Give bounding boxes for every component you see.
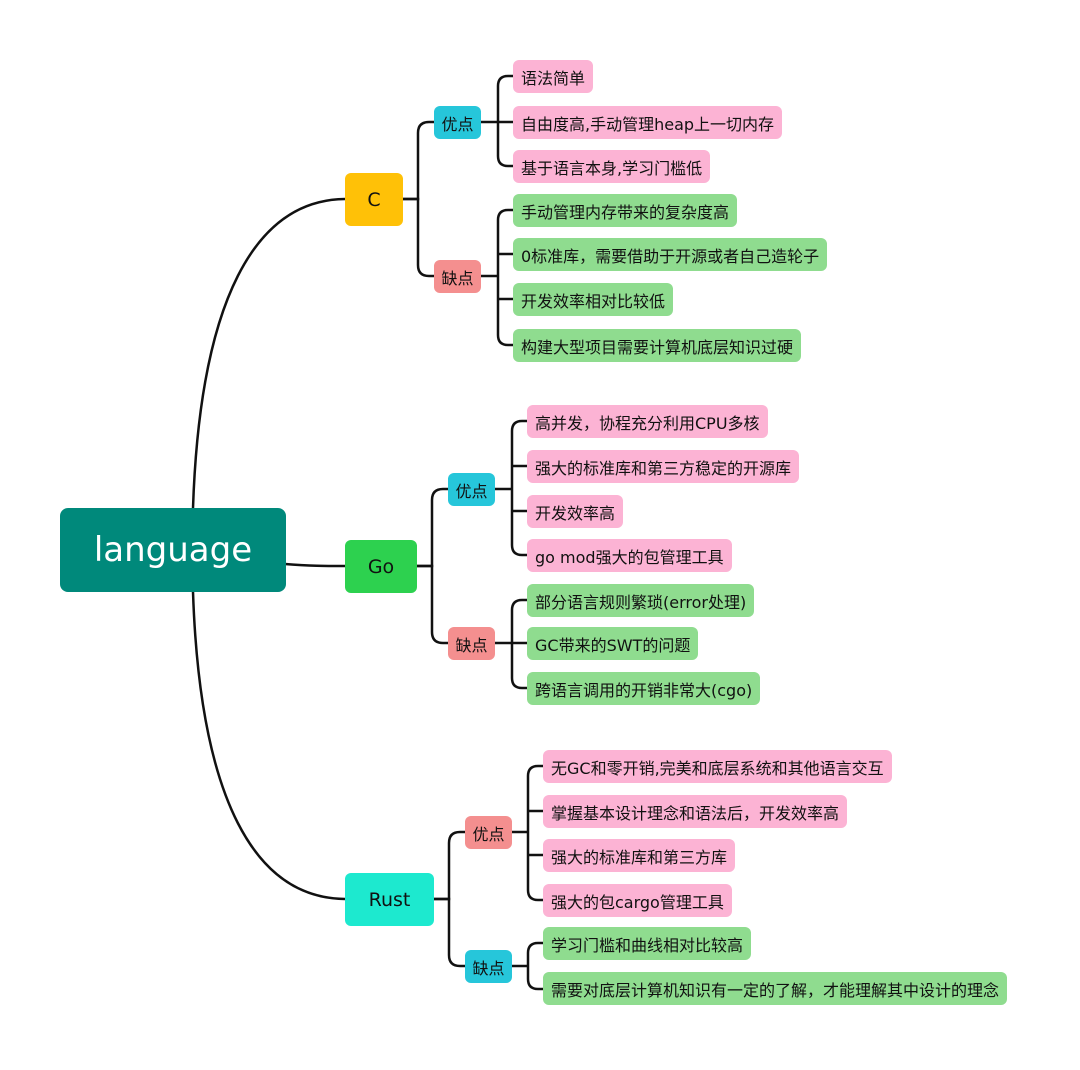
rust-pros-item[interactable]: 掌握基本设计理念和语法后，开发效率高 <box>543 795 848 828</box>
go-pros-node[interactable]: 优点 <box>448 473 495 506</box>
go-cons-node[interactable]: 缺点 <box>448 627 495 660</box>
c-pros-node[interactable]: 优点 <box>434 106 481 139</box>
link-go-pros-items <box>495 419 527 557</box>
c-cons-item[interactable]: 0标准库，需要借助于开源或者自己造轮子 <box>513 238 828 271</box>
go-pros-item[interactable]: 强大的标准库和第三方稳定的开源库 <box>527 450 800 483</box>
go-pros-item[interactable]: 开发效率高 <box>527 495 624 528</box>
go-cons-item[interactable]: 跨语言调用的开销非常大(cgo) <box>527 672 761 705</box>
go-cons-item[interactable]: GC带来的SWT的问题 <box>527 627 699 660</box>
link-c-pros <box>402 120 434 201</box>
go-pros-item[interactable]: go mod强大的包管理工具 <box>527 539 732 572</box>
link-c-pros-items <box>481 74 513 168</box>
c-cons-item[interactable]: 构建大型项目需要计算机底层知识过硬 <box>513 329 802 362</box>
link-rust-cons <box>433 897 465 968</box>
root-node[interactable]: language <box>60 508 286 592</box>
lang-node-go[interactable]: Go <box>345 540 417 593</box>
c-pros-item[interactable]: 语法简单 <box>513 60 594 93</box>
c-cons-item[interactable]: 手动管理内存带来的复杂度高 <box>513 194 738 227</box>
lang-node-rust[interactable]: Rust <box>345 873 434 926</box>
go-pros-item[interactable]: 高并发，协程充分利用CPU多核 <box>527 405 768 438</box>
rust-cons-node[interactable]: 缺点 <box>465 950 512 983</box>
link-root-go <box>284 562 346 568</box>
rust-pros-item[interactable]: 无GC和零开销,完美和底层系统和其他语言交互 <box>543 750 892 783</box>
link-c-cons-items <box>481 208 513 347</box>
rust-pros-node[interactable]: 优点 <box>465 816 512 849</box>
link-root-rust <box>191 591 346 901</box>
link-go-cons-items <box>495 598 527 690</box>
rust-cons-item[interactable]: 需要对底层计算机知识有一定的了解，才能理解其中设计的理念 <box>543 972 1008 1005</box>
link-rust-pros-items <box>512 764 543 902</box>
rust-pros-item[interactable]: 强大的包cargo管理工具 <box>543 884 732 917</box>
link-go-cons <box>416 564 448 645</box>
rust-cons-item[interactable]: 学习门槛和曲线相对比较高 <box>543 927 752 960</box>
lang-node-c[interactable]: C <box>345 173 403 226</box>
link-root-c <box>191 197 346 509</box>
c-pros-item[interactable]: 基于语言本身,学习门槛低 <box>513 150 711 183</box>
c-pros-item[interactable]: 自由度高,手动管理heap上一切内存 <box>513 106 783 139</box>
rust-pros-item[interactable]: 强大的标准库和第三方库 <box>543 839 736 872</box>
link-rust-cons-items <box>512 941 543 991</box>
go-cons-item[interactable]: 部分语言规则繁琐(error处理) <box>527 584 755 617</box>
link-go-pros <box>416 487 448 568</box>
link-rust-pros <box>433 830 465 901</box>
c-cons-item[interactable]: 开发效率相对比较低 <box>513 283 674 316</box>
c-cons-node[interactable]: 缺点 <box>434 260 481 293</box>
link-c-cons <box>402 197 434 278</box>
